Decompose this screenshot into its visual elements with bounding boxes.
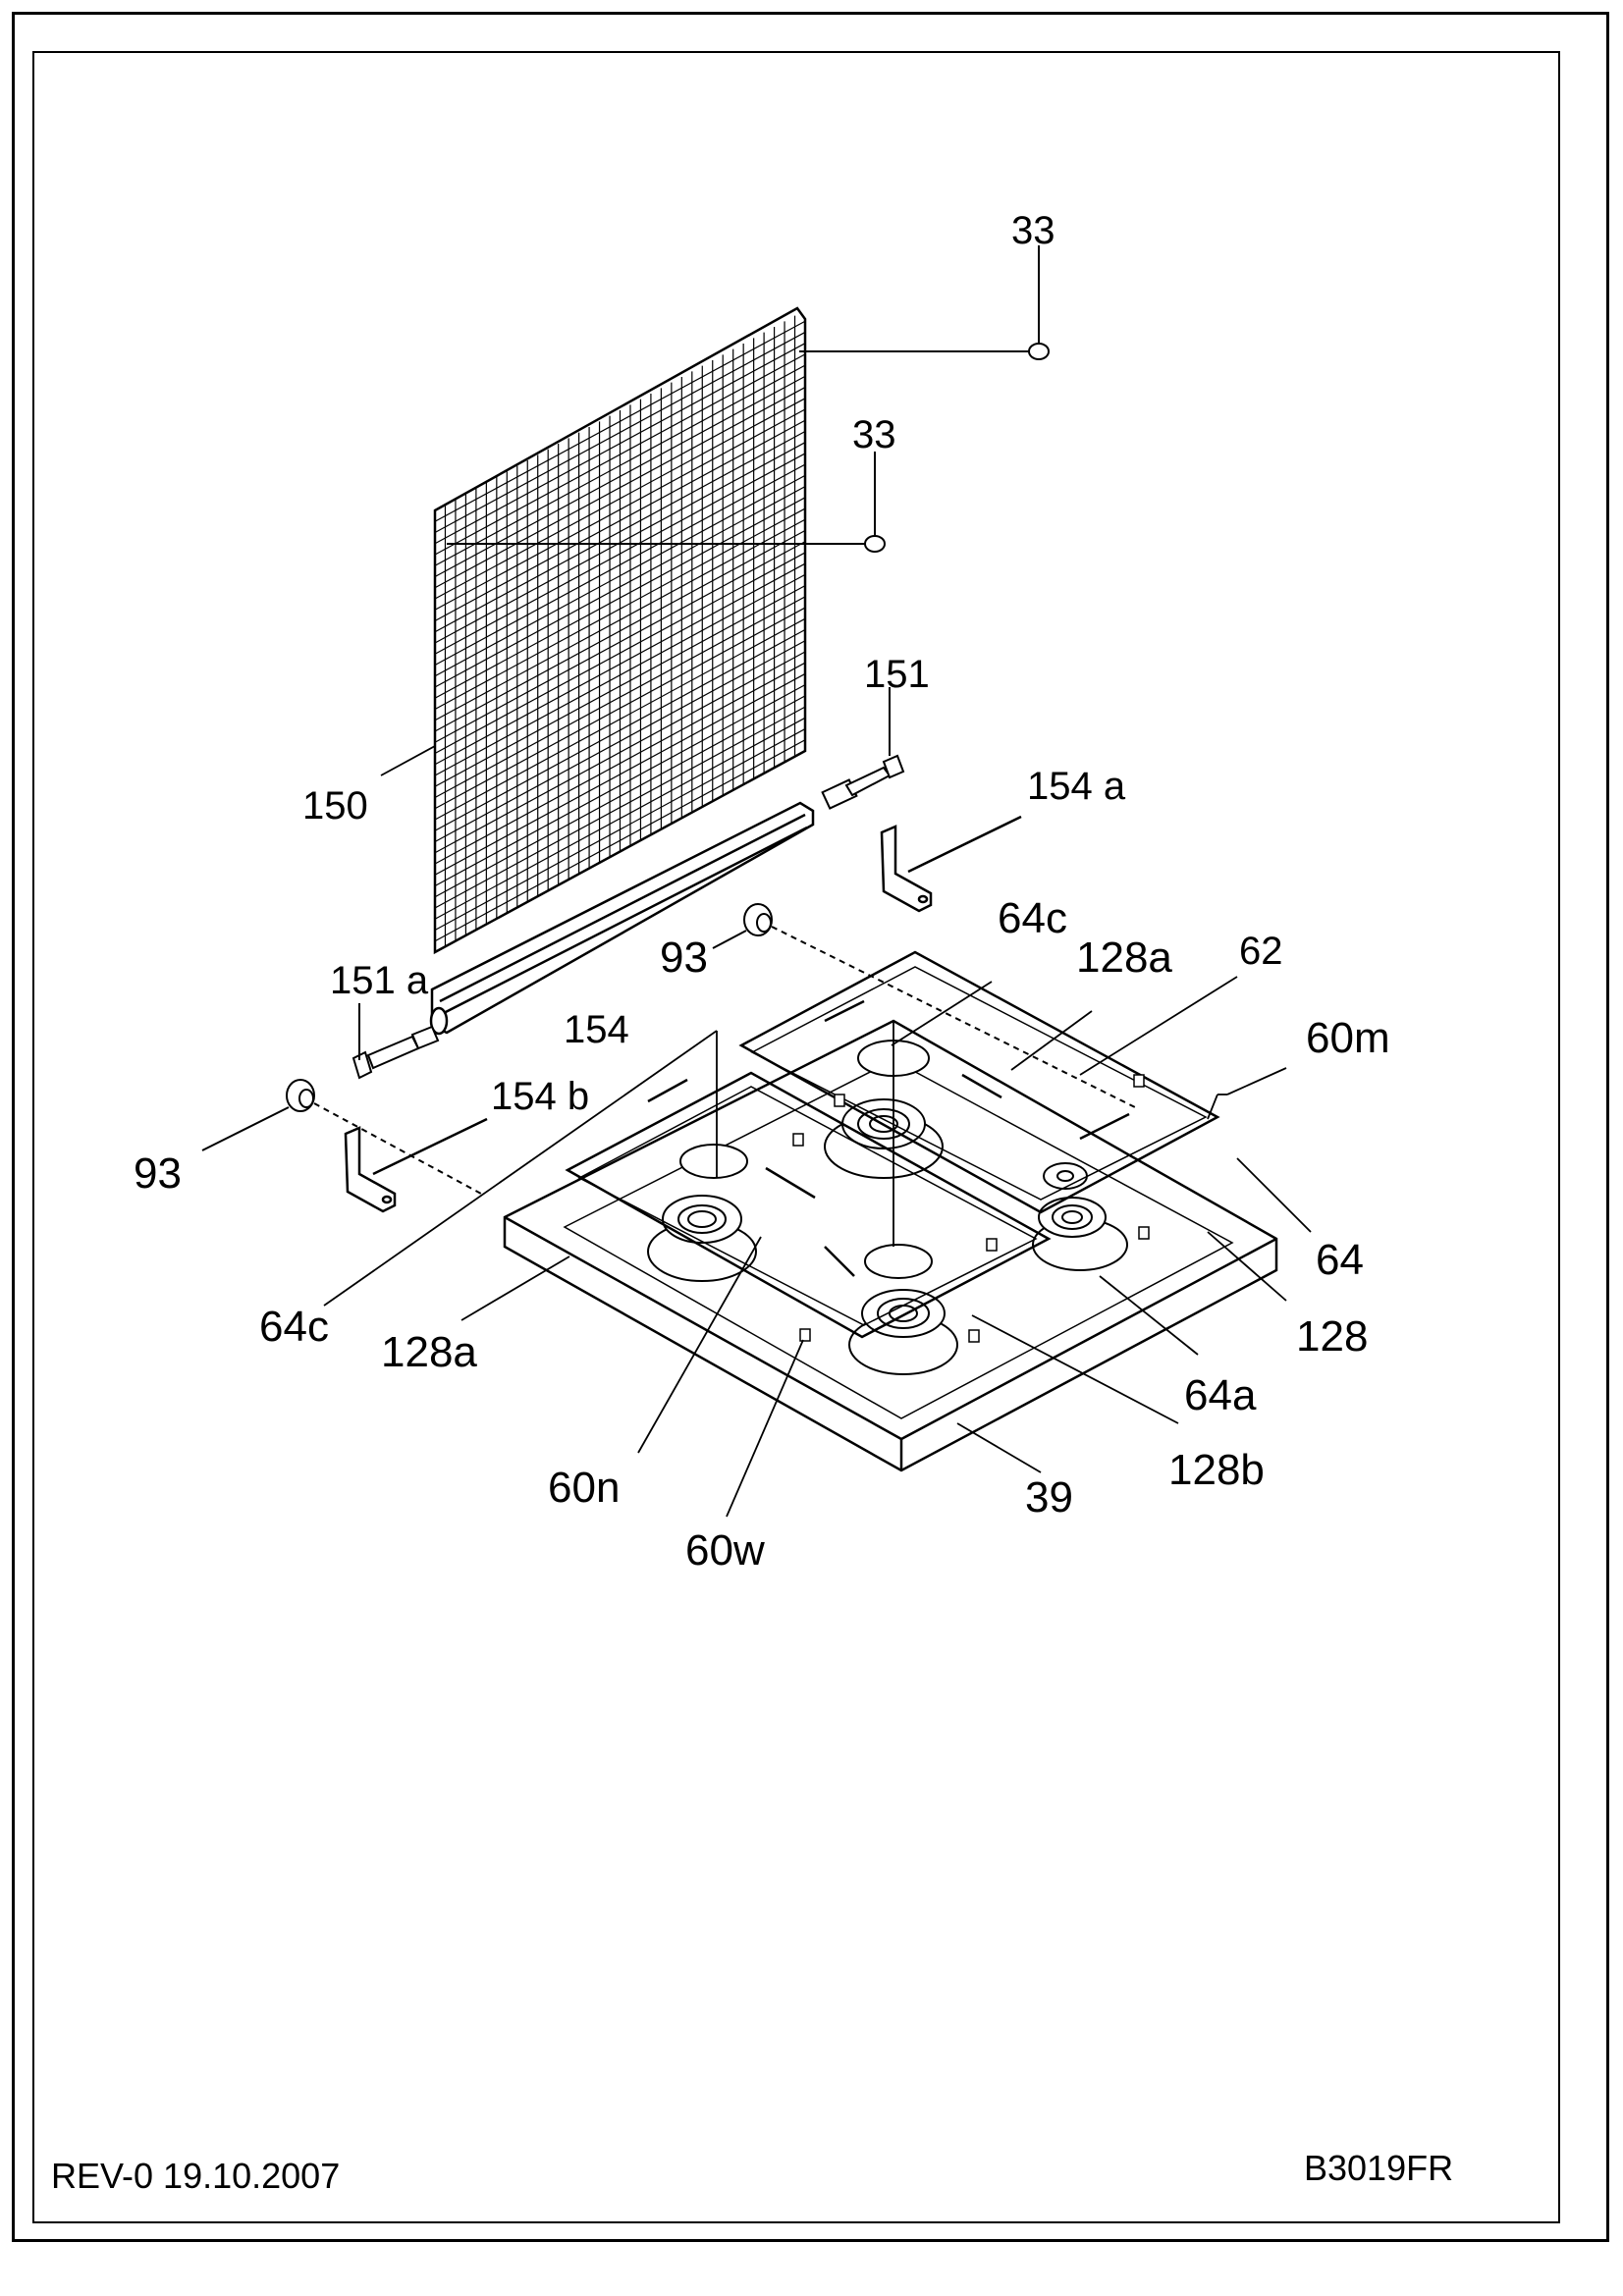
label-64c-top: 64c — [998, 894, 1067, 942]
outer-border — [12, 12, 1609, 2242]
label-128: 128 — [1296, 1312, 1368, 1361]
label-39: 39 — [1025, 1473, 1073, 1522]
label-128a-top: 128a — [1076, 934, 1172, 982]
label-151: 151 — [864, 653, 930, 696]
document-code: B3019FR — [1304, 2148, 1454, 2188]
label-60n: 60n — [548, 1464, 620, 1512]
connector-part-151a — [352, 1003, 440, 1080]
label-64a: 64a — [1184, 1371, 1257, 1419]
label-60m: 60m — [1306, 1014, 1390, 1062]
label-150: 150 — [302, 784, 368, 828]
foot-part-93-right — [712, 903, 1140, 1110]
label-33-upper: 33 — [1011, 209, 1055, 252]
burners — [647, 1040, 1128, 1375]
pan-support-grates — [565, 950, 1220, 1339]
label-60w: 60w — [685, 1526, 765, 1575]
leader-lines — [323, 745, 1312, 1518]
label-128b: 128b — [1168, 1446, 1265, 1494]
small-knobs — [792, 1074, 1150, 1343]
connector-part-151 — [821, 687, 905, 810]
foot-part-93-left — [201, 1079, 482, 1195]
bracket-part-154a — [880, 815, 1022, 913]
label-93-right: 93 — [660, 934, 708, 982]
bracket-part-154b — [344, 1117, 488, 1213]
label-154: 154 — [564, 1008, 629, 1051]
revision-date: REV-0 19.10.2007 — [51, 2156, 341, 2196]
label-93-left: 93 — [134, 1149, 182, 1198]
inner-border — [32, 51, 1560, 2223]
label-151a: 151 a — [330, 959, 429, 1002]
label-64c-left: 64c — [259, 1303, 329, 1351]
label-154b: 154 b — [491, 1075, 589, 1118]
label-128a-left: 128a — [381, 1328, 477, 1376]
screw-part-33-upper — [799, 245, 1050, 360]
label-33-lower: 33 — [852, 413, 896, 456]
label-62: 62 — [1239, 930, 1283, 973]
label-64: 64 — [1316, 1236, 1364, 1284]
screw-part-33-lower — [447, 452, 886, 553]
label-154a: 154 a — [1027, 765, 1126, 808]
wire-mesh-panel — [433, 306, 807, 955]
